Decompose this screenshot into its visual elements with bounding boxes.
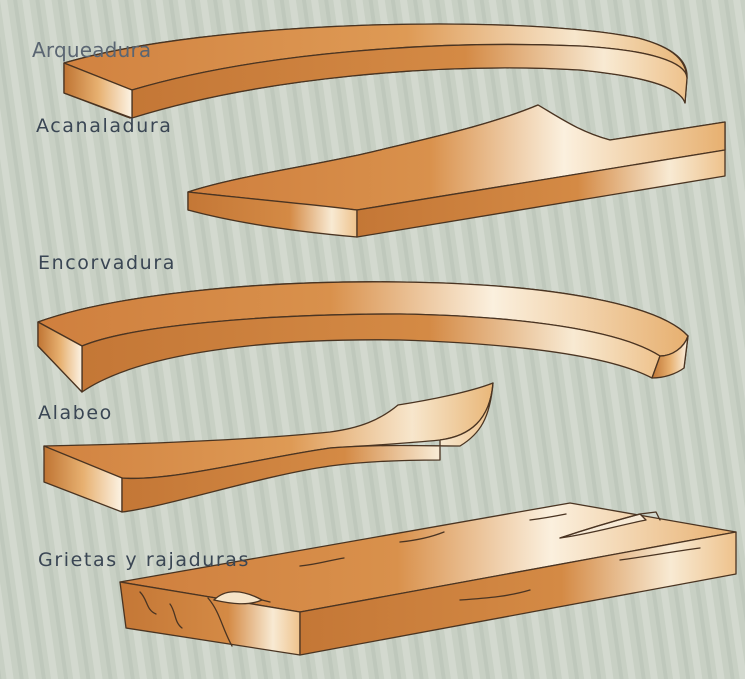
label-acanaladura: Acanaladura — [36, 115, 173, 137]
label-arqueadura: Arqueadura — [32, 38, 151, 62]
label-encorvadura: Encorvadura — [38, 252, 176, 274]
label-grietas-y-rajaduras: Grietas y rajaduras — [38, 549, 250, 571]
label-alabeo: Alabeo — [38, 402, 113, 424]
